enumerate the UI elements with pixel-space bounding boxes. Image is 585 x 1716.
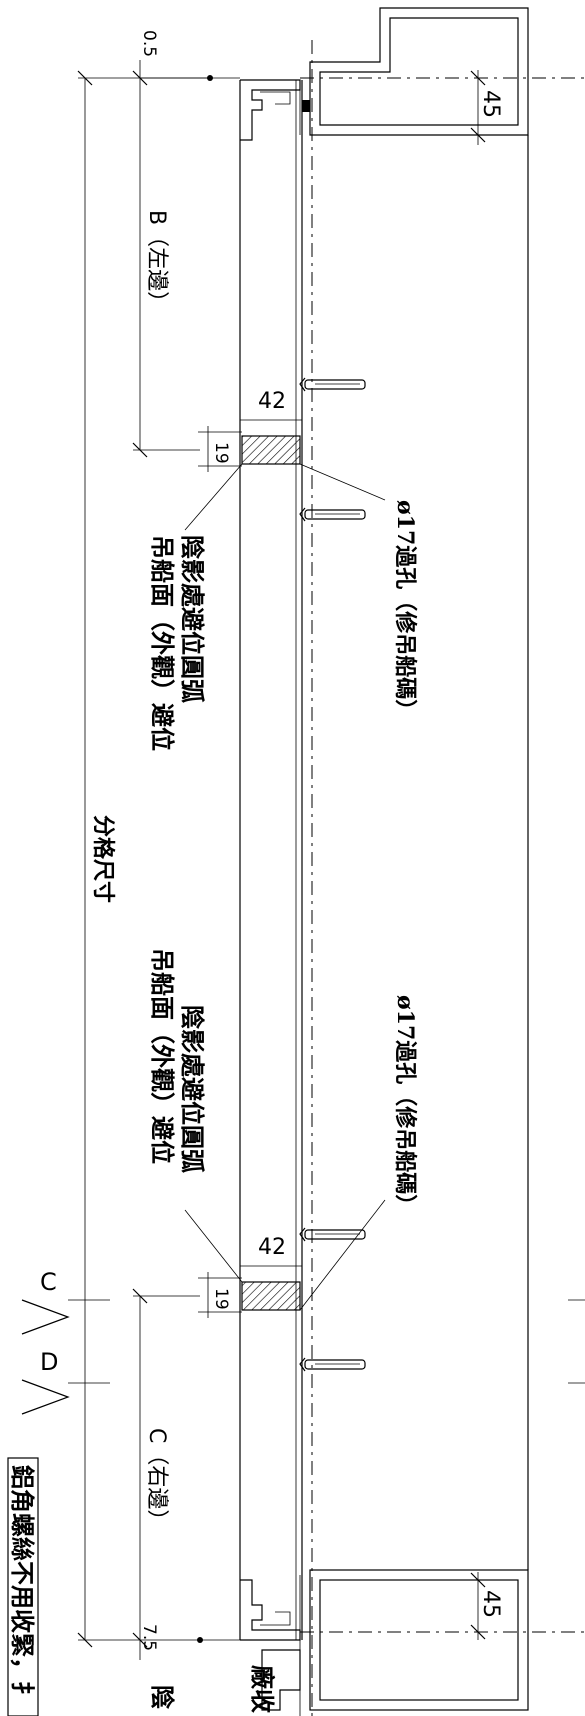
dim-7-5-text: 7.5 — [139, 1624, 159, 1651]
screw-2 — [299, 507, 366, 522]
section-mark-d — [21, 1379, 110, 1415]
overall-dim-text: 分格尺寸 — [90, 815, 116, 903]
hole-note-bottom: ø17過孔（修吊船碼） — [392, 995, 418, 1216]
screw-4 — [299, 1357, 366, 1372]
screw-note-text: 鋁角螺絲不用收緊，扌 — [8, 1465, 37, 1705]
section-mark-c — [21, 1299, 110, 1335]
hatch-note-bottom-line2: 吊船面（外觀）避位 — [148, 948, 177, 1164]
b-label-text: B（左邊） — [144, 210, 169, 313]
dim-42-bottom: 42 — [239, 1235, 303, 1282]
dim-0-5-text: 0.5 — [139, 30, 159, 57]
dim-19-top: 19 — [198, 426, 242, 472]
section-c-label: C — [40, 1268, 57, 1296]
dim-42-top-text: 42 — [258, 389, 286, 414]
frame-45-top-text: 45 — [478, 90, 503, 118]
screw-1 — [299, 377, 366, 392]
c-label-text: C（右邊） — [144, 1428, 169, 1531]
screw-note-box — [7, 1457, 39, 1716]
bottom-corner-bracket — [240, 1579, 301, 1711]
c-dimension — [132, 1288, 203, 1660]
hatch-note-top-line1: 陰影處避位圓弧 — [178, 535, 207, 703]
dim-42-top: 42 — [239, 389, 303, 436]
dim-45-bottom — [470, 1572, 486, 1640]
dim-45-top — [470, 70, 486, 145]
partial-note-2: 廠收 — [248, 1665, 277, 1713]
hatch-zone-bottom — [241, 1281, 301, 1311]
b-dimension — [132, 60, 213, 458]
top-corner-bracket — [240, 79, 310, 141]
hole-note-top: ø17過孔（修吊船碼） — [392, 500, 418, 721]
leaders — [184, 463, 386, 1311]
dim-42-bottom-text: 42 — [258, 1235, 286, 1260]
screw-3 — [299, 1227, 366, 1242]
hatch-note-bottom-line1: 陰影處避位圓弧 — [178, 1005, 207, 1173]
dim-19-bottom-text: 19 — [211, 1288, 231, 1310]
dim-19-bottom: 19 — [198, 1272, 242, 1318]
dim-19-top-text: 19 — [211, 442, 231, 464]
frame-45-bottom-text: 45 — [478, 1590, 503, 1618]
hatch-zone-top — [241, 435, 301, 465]
partial-note-1: 陰 — [148, 1685, 177, 1710]
bottom-frame-profile — [299, 1569, 529, 1716]
section-d-label: D — [40, 1348, 58, 1376]
panel-body — [239, 80, 529, 1640]
hatch-note-top-line2: 吊船面（外觀）避位 — [148, 535, 177, 751]
